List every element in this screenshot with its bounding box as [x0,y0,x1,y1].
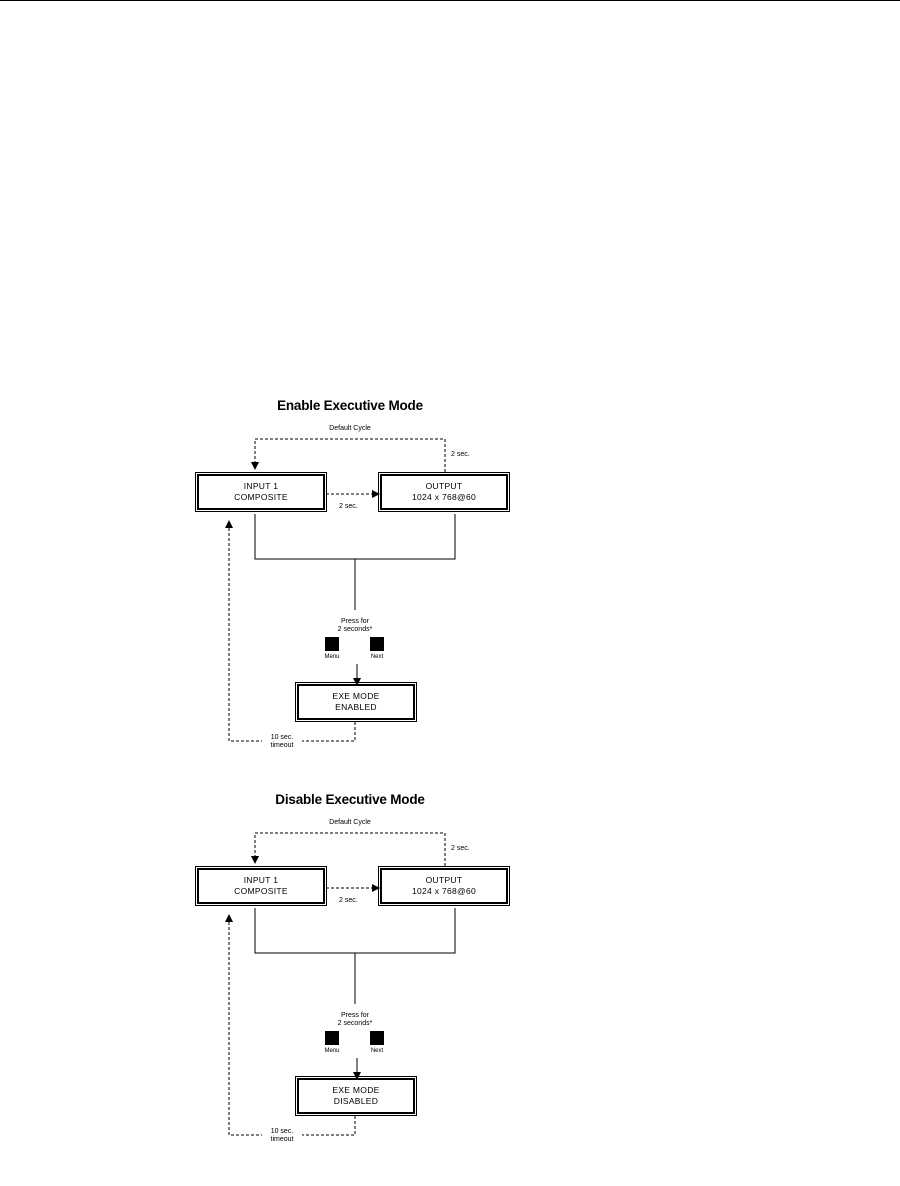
menu-key-label: Menu [324,1048,340,1054]
timeout-line-2: timeout [270,1136,294,1143]
sec-label-mid: 2 sec. [339,897,358,904]
flow-connectors [225,438,456,742]
press-line-1: Press for [340,618,369,625]
next-key-label: Next [370,1048,384,1054]
sec-label-top: 2 sec. [451,451,470,458]
menu-key[interactable] [325,1031,339,1045]
lcd-mode-box: EXE MODE ENABLED [295,682,417,722]
press-line-2: 2 seconds* [337,1020,373,1027]
press-label: Press for 2 seconds* [325,1012,385,1028]
default-cycle-arrow [254,832,446,866]
default-cycle-arrow [254,438,446,472]
press-label: Press for 2 seconds* [325,618,385,634]
next-key[interactable] [370,637,384,651]
sec-label-top: 2 sec. [451,845,470,852]
next-key-label: Next [370,654,384,660]
timeout-line-1: 10 sec. [270,1128,294,1135]
lcd-mode-box: EXE MODE DISABLED [295,1076,417,1116]
lcd-line-1: EXE MODE [332,691,380,701]
press-line-2: 2 seconds* [337,626,373,633]
menu-key-label: Menu [324,654,340,660]
lcd-line-1: OUTPUT [425,481,463,491]
lcd-line-2: 1024 x 768@60 [411,886,477,896]
tree-lines [254,514,456,560]
timeout-label: 10 sec. timeout [262,734,302,750]
menu-key[interactable] [325,637,339,651]
enable-executive-mode-diagram: Enable Executive Mode Default Cycle 2 se… [0,392,900,792]
next-key[interactable] [370,1031,384,1045]
lcd-line-2: COMPOSITE [234,492,288,502]
press-line-1: Press for [340,1012,369,1019]
sec-label-mid: 2 sec. [339,503,358,510]
timeout-label: 10 sec. timeout [262,1128,302,1144]
diagram-title: Disable Executive Mode [275,792,425,807]
lcd-output-box: OUTPUT 1024 x 768@60 [378,866,510,906]
lcd-line-1: OUTPUT [425,875,463,885]
lcd-line-2: 1024 x 768@60 [411,492,477,502]
default-cycle-label: Default Cycle [320,425,380,433]
lcd-line-2: DISABLED [333,1096,379,1106]
lcd-output-box: OUTPUT 1024 x 768@60 [378,472,510,512]
lcd-input-box: INPUT 1 COMPOSITE [195,472,327,512]
timeout-line-1: 10 sec. [270,734,294,741]
diagram-title: Enable Executive Mode [277,398,423,413]
lcd-line-2: ENABLED [335,702,377,712]
tree-lines [254,908,456,954]
lcd-input-box: INPUT 1 COMPOSITE [195,866,327,906]
lcd-line-2: COMPOSITE [234,886,288,896]
flow-connectors [225,832,456,1136]
lcd-line-1: INPUT 1 [243,875,279,885]
disable-executive-mode-diagram: Disable Executive Mode Default Cycle 2 s… [0,786,900,1186]
lcd-line-1: EXE MODE [332,1085,380,1095]
default-cycle-label: Default Cycle [320,819,380,827]
top-rule [0,0,900,1]
timeout-line-2: timeout [270,742,294,749]
lcd-line-1: INPUT 1 [243,481,279,491]
